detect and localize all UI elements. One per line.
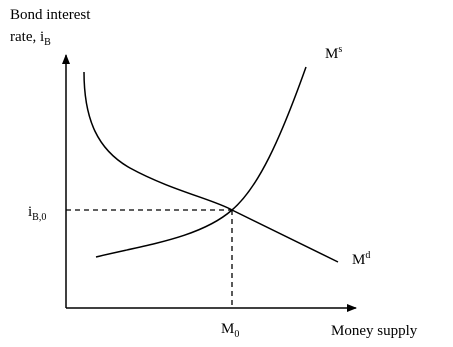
x-tick-label: M0 — [221, 321, 240, 340]
y-axis-label-line1: Bond interest — [10, 7, 91, 23]
x-axis-label: Money supply — [331, 323, 418, 339]
y-tick-label: iB,0 — [28, 204, 47, 223]
y-axis-label-line2: rate, iB — [10, 29, 51, 48]
demand-curve-label: Md — [352, 250, 371, 268]
money-supply-curve — [95, 66, 307, 258]
money-demand-curve — [83, 71, 339, 263]
supply-curve-label: Ms — [325, 44, 343, 62]
